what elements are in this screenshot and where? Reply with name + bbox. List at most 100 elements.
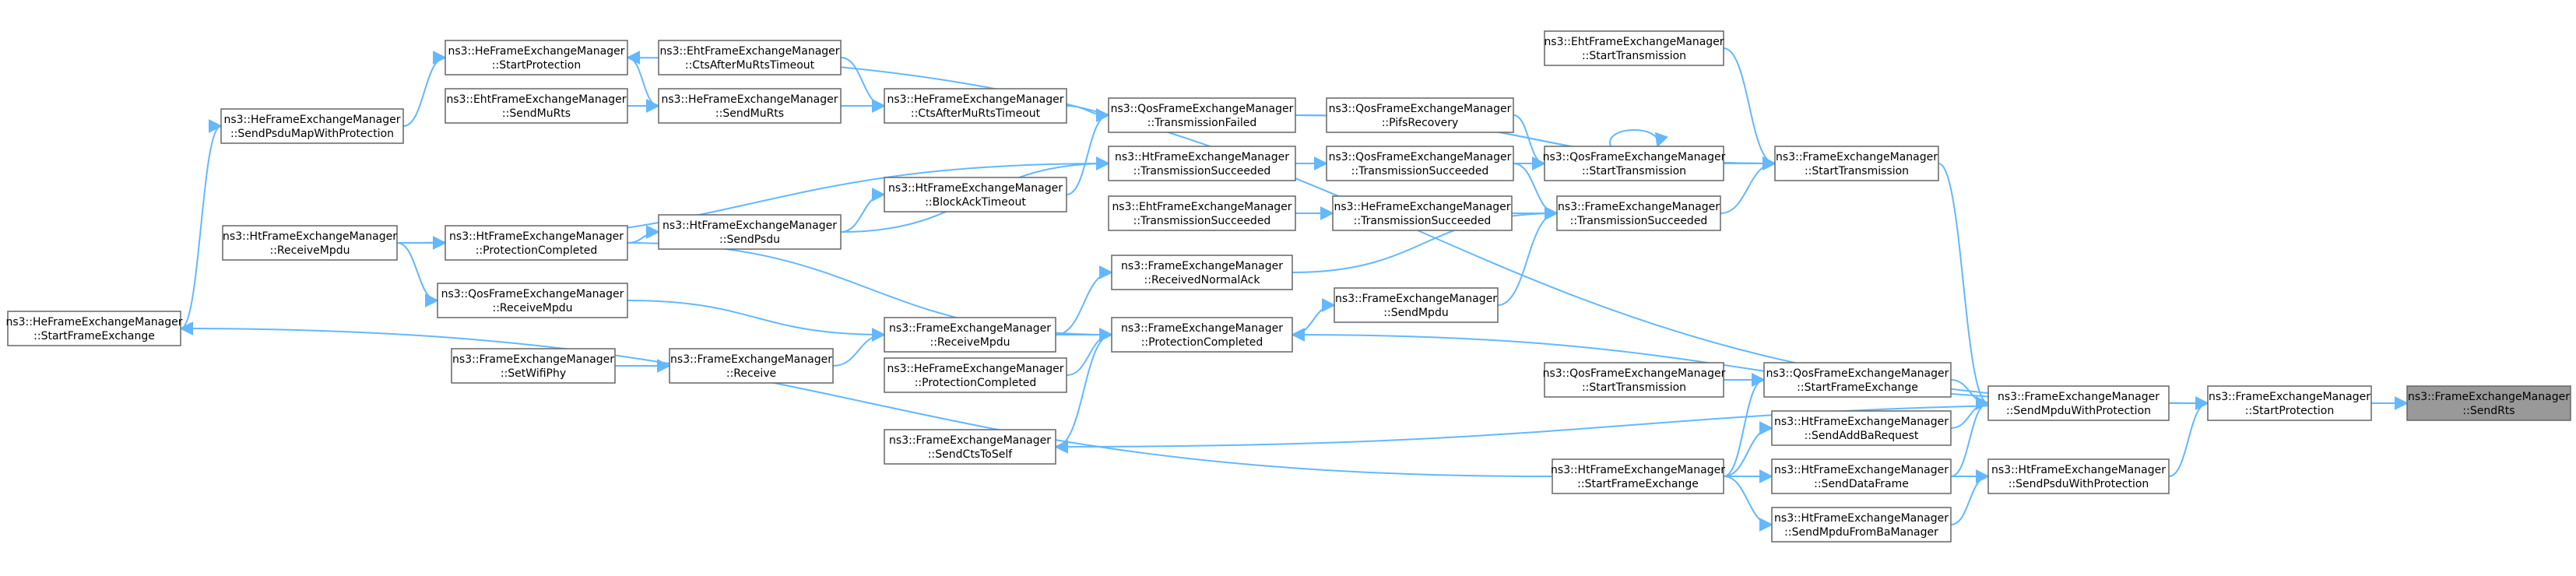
node-label-class: ns3::HtFrameExchangeManager: [1115, 151, 1289, 163]
node-fem_setwifiphy[interactable]: ns3::FrameExchangeManager::SetWifiPhy: [451, 348, 616, 384]
node-he_sendmurts[interactable]: ns3::HeFrameExchangeManager::SendMuRts: [658, 88, 842, 124]
node-label-method: ::TransmissionSucceeded: [1570, 215, 1708, 227]
node-label-method: ::StartTransmission: [1582, 381, 1686, 394]
node-label-class: ns3::FrameExchangeManager: [670, 353, 832, 366]
edge-fem_starttransmission-to-sendmpduwithprotection: [1938, 163, 1990, 410]
edge-qos_pifsrecovery-to-qos_starttransmission: [1513, 114, 1546, 170]
node-label-class: ns3::HtFrameExchangeManager: [449, 230, 624, 243]
node-label-class: ns3::EhtFrameExchangeManager: [1112, 201, 1292, 213]
node-box: [1326, 97, 1514, 133]
edge-qos_receivempdu-to-fem_receivempdu: [627, 300, 886, 342]
node-label-method: ::StartTransmission: [1582, 50, 1686, 62]
edge-ht_startframeexchange-to-he_startframeexchange: [179, 321, 1553, 477]
node-label-method: ::ProtectionCompleted: [915, 377, 1037, 389]
node-label-class: ns3::FrameExchangeManager: [1335, 293, 1497, 305]
node-label-method: ::StartFrameExchange: [1577, 478, 1699, 490]
node-fem_sendmpdu[interactable]: ns3::FrameExchangeManager::SendMpdu: [1334, 287, 1499, 323]
node-he_transmissionsucceeded[interactable]: ns3::HeFrameExchangeManager::Transmissio…: [1332, 195, 1513, 231]
node-label-class: ns3::HeFrameExchangeManager: [5, 316, 182, 328]
node-label-class: ns3::FrameExchangeManager: [2408, 391, 2570, 403]
node-label-method: ::SetWifiPhy: [501, 367, 566, 380]
node-box: [658, 88, 842, 124]
node-box: [1763, 362, 1952, 398]
edge-ht_startframeexchange-to-ht_sendmpdufrombamanager: [1723, 476, 1773, 532]
node-eht_sendmurts[interactable]: ns3::EhtFrameExchangeManager::SendMuRts: [445, 88, 628, 124]
node-ht_senddataframe[interactable]: ns3::HtFrameExchangeManager::SendDataFra…: [1771, 458, 1952, 494]
node-label-method: ::CtsAfterMuRtsTimeout: [911, 107, 1041, 120]
node-fem_receivempdu[interactable]: ns3::FrameExchangeManager::ReceiveMpdu: [884, 317, 1056, 353]
node-label-class: ns3::HeFrameExchangeManager: [661, 93, 838, 106]
node-qos_receivempdu[interactable]: ns3::QosFrameExchangeManager::ReceiveMpd…: [437, 283, 628, 318]
node-box: [1771, 458, 1952, 494]
node-box: [1771, 410, 1952, 446]
node-eht_ctsaftermurtstimeout[interactable]: ns3::EhtFrameExchangeManager::CtsAfterMu…: [658, 40, 842, 76]
edge-fem_receive-to-fem_receivempdu: [832, 328, 886, 367]
node-fem_starttransmission[interactable]: ns3::FrameExchangeManager::StartTransmis…: [1774, 146, 1939, 181]
node-label-class: ns3::HtFrameExchangeManager: [1774, 464, 1949, 476]
node-fem_protectioncompleted[interactable]: ns3::FrameExchangeManager::ProtectionCom…: [1111, 317, 1293, 353]
node-qos_starttransmission[interactable]: ns3::QosFrameExchangeManager::StartTrans…: [1543, 146, 1726, 181]
node-qos_transmissionsucceeded[interactable]: ns3::QosFrameExchangeManager::Transmissi…: [1326, 146, 1514, 181]
node-ht_startframeexchange[interactable]: ns3::HtFrameExchangeManager::StartFrameE…: [1551, 458, 1725, 494]
node-label-method: ::TransmissionSucceeded: [1351, 165, 1489, 177]
node-he_sendpsdumapwithprotection[interactable]: ns3::HeFrameExchangeManager::SendPsduMap…: [220, 108, 404, 144]
node-ht_receivempdu[interactable]: ns3::HtFrameExchangeManager::ReceiveMpdu: [222, 225, 398, 261]
node-ht_sendaddbarequest[interactable]: ns3::HtFrameExchangeManager::SendAddBaRe…: [1771, 410, 1952, 446]
node-box: [884, 177, 1067, 212]
node-box: [7, 311, 181, 346]
node-label-class: ns3::QosFrameExchangeManager: [441, 288, 624, 300]
node-he_ctsaftermurtstimeout[interactable]: ns3::HeFrameExchangeManager::CtsAfterMuR…: [884, 88, 1067, 124]
node-label-method: ::StartProtection: [492, 59, 581, 72]
node-label-method: ::ProtectionCompleted: [476, 244, 598, 257]
node-box: [1108, 97, 1296, 133]
node-qos_pifsrecovery[interactable]: ns3::QosFrameExchangeManager::PifsRecove…: [1326, 97, 1514, 133]
node-he_startframeexchange[interactable]: ns3::HeFrameExchangeManager::StartFrameE…: [5, 311, 183, 346]
node-box: [451, 348, 616, 384]
edge-ht_startframeexchange-to-ht_sendaddbarequest: [1723, 421, 1773, 477]
edge-ht_blockacktimeout-to-qos_transmissionfailed: [1066, 108, 1110, 195]
node-label-class: ns3::FrameExchangeManager: [452, 353, 614, 366]
node-ht_blockacktimeout[interactable]: ns3::HtFrameExchangeManager::BlockAckTim…: [884, 177, 1067, 212]
node-box: [1552, 458, 1724, 494]
node-ht_protectioncompleted[interactable]: ns3::HtFrameExchangeManager::ProtectionC…: [445, 225, 628, 261]
node-box: [884, 429, 1056, 465]
node-label-class: ns3::QosFrameExchangeManager: [1111, 103, 1294, 115]
node-eht_starttransmission[interactable]: ns3::EhtFrameExchangeManager::StartTrans…: [1544, 30, 1724, 66]
edge-eht_starttransmission-to-fem_starttransmission: [1723, 47, 1776, 170]
node-qos_startframeexchange[interactable]: ns3::QosFrameExchangeManager::StartFrame…: [1763, 362, 1952, 398]
node-box: [1326, 146, 1514, 181]
node-label-class: ns3::HtFrameExchangeManager: [1551, 464, 1725, 476]
node-fem_transmissionsucceeded[interactable]: ns3::FrameExchangeManager::TransmissionS…: [1556, 195, 1721, 231]
node-fem_receivednormalack[interactable]: ns3::FrameExchangeManager::ReceivedNorma…: [1111, 255, 1293, 290]
node-ht_sendpsdu[interactable]: ns3::HtFrameExchangeManager::SendPsdu: [658, 214, 842, 250]
node-qos_starttransmission_b[interactable]: ns3::QosFrameExchangeManager::StartTrans…: [1543, 362, 1726, 398]
node-label-class: ns3::QosFrameExchangeManager: [1543, 151, 1726, 163]
node-ht_sendmpdufrombamanager[interactable]: ns3::HtFrameExchangeManager::SendMpduFro…: [1771, 507, 1952, 543]
node-label-method: ::Receive: [726, 367, 776, 380]
node-eht_transmissionsucceeded[interactable]: ns3::EhtFrameExchangeManager::Transmissi…: [1108, 195, 1296, 231]
node-box: [437, 283, 628, 318]
node-box: [1111, 255, 1293, 290]
node-box: [2207, 385, 2372, 421]
node-startprotection_fem[interactable]: ns3::FrameExchangeManager::StartProtecti…: [2207, 385, 2372, 421]
edge-qos_starttransmission-to-qos_starttransmission: [1609, 129, 1668, 148]
node-he_protectioncompleted[interactable]: ns3::HeFrameExchangeManager::ProtectionC…: [884, 357, 1067, 393]
node-sendmpduwithprotection[interactable]: ns3::FrameExchangeManager::SendMpduWithP…: [1987, 385, 2170, 421]
node-ht_transmissionsucceeded[interactable]: ns3::HtFrameExchangeManager::Transmissio…: [1108, 146, 1296, 181]
edge-fem_protectioncompleted-to-fem_sendmpdu: [1292, 298, 1336, 335]
node-label-method: ::StartFrameExchange: [1797, 381, 1918, 394]
node-ht_sendpsduwithprotection[interactable]: ns3::HtFrameExchangeManager::SendPsduWit…: [1987, 458, 2170, 494]
node-fem_receive[interactable]: ns3::FrameExchangeManager::Receive: [669, 348, 834, 384]
node-he_startprotection[interactable]: ns3::HeFrameExchangeManager::StartProtec…: [445, 40, 628, 76]
node-box: [445, 40, 628, 76]
node-box: [222, 225, 398, 261]
node-box: [445, 88, 628, 124]
node-label-method: ::PifsRecovery: [1382, 117, 1459, 129]
node-label-class: ns3::HeFrameExchangeManager: [448, 45, 624, 58]
node-label-class: ns3::QosFrameExchangeManager: [1543, 367, 1726, 380]
node-sendrts[interactable]: ns3::FrameExchangeManager::SendRts: [2406, 385, 2571, 421]
node-qos_transmissionfailed[interactable]: ns3::QosFrameExchangeManager::Transmissi…: [1108, 97, 1296, 133]
node-box: [1544, 146, 1724, 181]
node-label-class: ns3::HeFrameExchangeManager: [1334, 201, 1510, 213]
node-fem_sendctstoself[interactable]: ns3::FrameExchangeManager::SendCtsToSelf: [884, 429, 1056, 465]
